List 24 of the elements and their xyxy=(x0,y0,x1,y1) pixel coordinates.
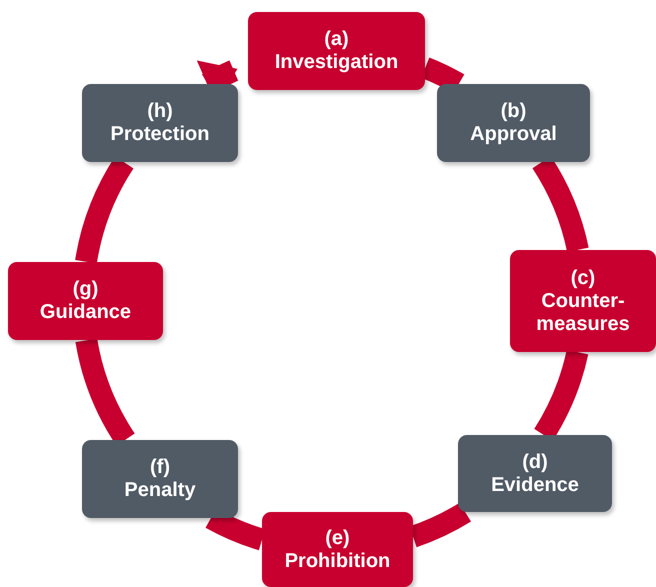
stage-letter: (b) xyxy=(500,100,526,123)
stage-box xyxy=(510,250,656,352)
stage-label: Counter-measures xyxy=(535,290,631,336)
stage-box xyxy=(262,512,413,587)
stage-letter: (d) xyxy=(522,450,548,474)
stage-label: Approval xyxy=(470,123,557,146)
stage-letter: (h) xyxy=(147,100,173,123)
stage-label: Evidence xyxy=(491,474,579,496)
stage-label: Penalty xyxy=(124,479,196,502)
stage-letter: (g) xyxy=(72,278,98,301)
stage-box xyxy=(82,84,238,162)
stage-label: Guidance xyxy=(40,301,132,324)
stage-letter: (c) xyxy=(570,266,596,290)
stage-box xyxy=(82,440,238,518)
stage-box xyxy=(458,435,612,512)
stage-label: Protection xyxy=(110,123,210,146)
stage-letter: (f) xyxy=(150,456,170,479)
stage-letter: (a) xyxy=(324,28,349,51)
stage-letter: (e) xyxy=(325,526,350,550)
stage-label: Investigation xyxy=(274,51,398,74)
stage-box xyxy=(248,12,425,90)
stage-box xyxy=(437,84,590,162)
stage-label: Prohibition xyxy=(284,550,390,572)
stage-box xyxy=(8,262,163,340)
